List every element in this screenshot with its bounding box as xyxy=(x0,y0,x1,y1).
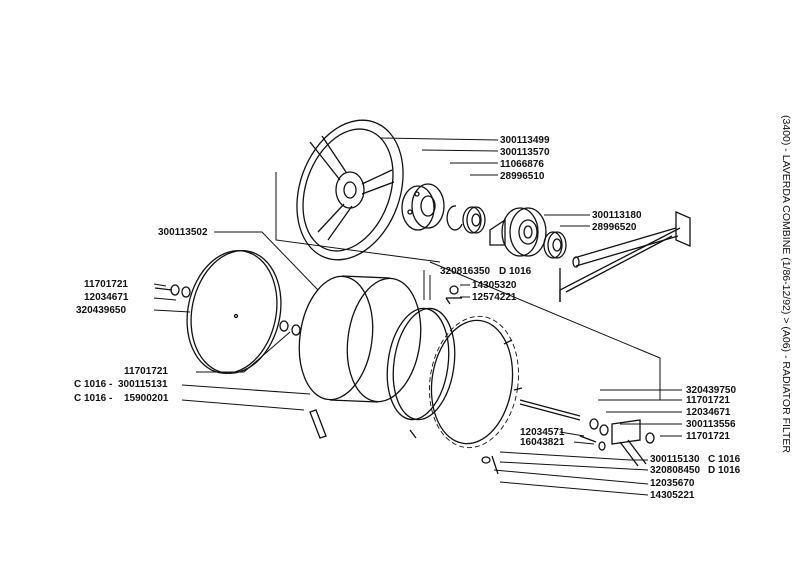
page-title-vertical: (3400) - LAVERDA COMBINE (1/86-12/92) > … xyxy=(780,115,792,453)
label-11701721-d[interactable]: 11701721 xyxy=(686,431,730,442)
label-14305320[interactable]: 14305320 xyxy=(472,280,517,291)
bolts-center xyxy=(445,285,462,305)
fasteners-left xyxy=(154,284,191,298)
brush-ring xyxy=(429,315,523,449)
label-300115131[interactable]: 300115131 xyxy=(118,379,168,390)
leader-lines xyxy=(153,137,682,496)
label-300113556[interactable]: 300113556 xyxy=(686,419,736,430)
label-320808450[interactable]: 320808450 xyxy=(650,465,700,476)
part-11066876-circlip[interactable] xyxy=(446,205,463,231)
label-300115130[interactable]: 300115130 xyxy=(650,454,700,465)
label-320439750[interactable]: 320439750 xyxy=(686,385,736,396)
label-15900201-code: C 1016 - xyxy=(74,393,112,404)
label-300115131-code: C 1016 - xyxy=(74,379,112,390)
label-11701721-c[interactable]: 11701721 xyxy=(686,395,730,406)
label-12035670[interactable]: 12035670 xyxy=(650,478,695,489)
label-12574221[interactable]: 12574221 xyxy=(472,292,517,303)
label-12034671-a[interactable]: 12034671 xyxy=(84,292,129,303)
label-14305221[interactable]: 14305221 xyxy=(650,490,695,501)
label-28996520[interactable]: 28996520 xyxy=(592,222,637,233)
label-300113502[interactable]: 300113502 xyxy=(158,227,208,238)
part-300113180-pulley[interactable] xyxy=(489,207,547,257)
part-300115131-clip[interactable] xyxy=(309,409,327,439)
part-300113570-hub[interactable] xyxy=(401,183,445,231)
label-12034671-b[interactable]: 12034671 xyxy=(686,407,731,418)
label-15900201[interactable]: 15900201 xyxy=(124,393,169,404)
part-28996520-bearing[interactable] xyxy=(543,231,567,259)
shaft-bracket xyxy=(559,211,691,302)
label-28996510[interactable]: 28996510 xyxy=(500,171,545,182)
part-labels: 300113499 300113570 11066876 28996510 30… xyxy=(74,135,741,501)
label-320816350[interactable]: 320816350 xyxy=(440,266,490,277)
label-11066876[interactable]: 11066876 xyxy=(500,159,544,170)
label-320816350-code: D 1016 xyxy=(499,266,532,277)
label-11701721-a[interactable]: 11701721 xyxy=(84,279,128,290)
label-300113499[interactable]: 300113499 xyxy=(500,135,550,146)
label-320808450-code: D 1016 xyxy=(708,465,741,476)
label-12034571[interactable]: 12034571 xyxy=(520,427,565,438)
part-28996510-bearing[interactable] xyxy=(462,206,486,234)
label-320439650[interactable]: 320439650 xyxy=(76,305,126,316)
seal-ring xyxy=(386,307,456,439)
part-320439650-cover-disc[interactable] xyxy=(176,242,301,382)
label-16043821[interactable]: 16043821 xyxy=(520,437,565,448)
part-300113502-drum[interactable] xyxy=(292,272,429,407)
label-300113180[interactable]: 300113180 xyxy=(592,210,642,221)
linkage-right xyxy=(481,399,655,475)
label-300115130-code: C 1016 xyxy=(708,454,741,465)
drawing xyxy=(154,105,691,475)
part-300113499-screen-wheel[interactable] xyxy=(278,105,421,275)
label-300113570[interactable]: 300113570 xyxy=(500,147,550,158)
label-11701721-b[interactable]: 11701721 xyxy=(124,366,168,377)
